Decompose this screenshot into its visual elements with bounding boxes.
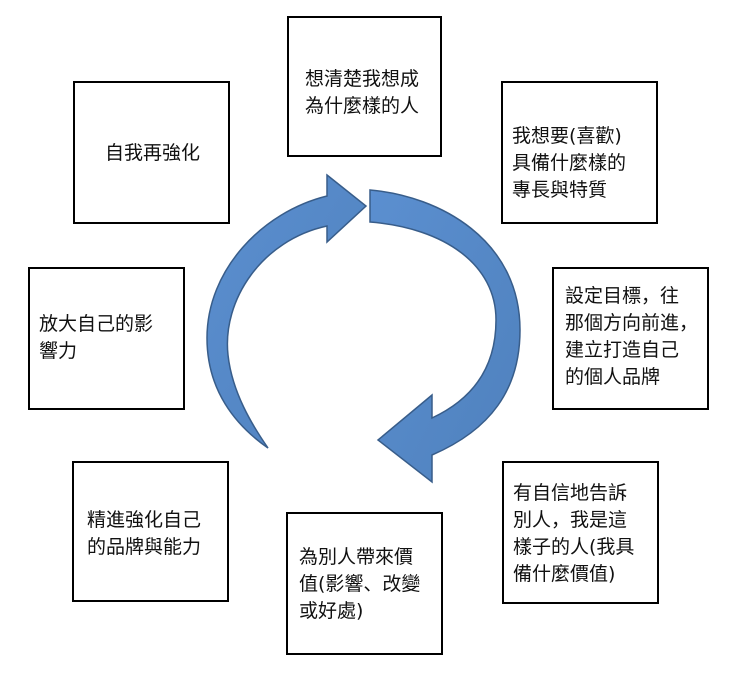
node-top-right: 我想要(喜歡) 具備什麼樣的 專長與特質 xyxy=(501,81,658,224)
node-top-right-text: 我想要(喜歡) 具備什麼樣的 專長與特質 xyxy=(512,125,627,201)
node-right-text: 設定目標，往 那個方向前進， 建立打造自己 的個人品牌 xyxy=(565,285,699,388)
node-top: 想清楚我想成 為什麼樣的人 xyxy=(287,16,442,157)
node-bottom-right: 有自信地告訴 別人，我是這 樣子的人(我具 備什麼價值) xyxy=(502,461,659,604)
node-left: 放大自己的影 響力 xyxy=(28,267,185,410)
node-bottom-left-text: 精進強化自己 的品牌與能力 xyxy=(87,509,202,558)
node-bottom-left: 精進強化自己 的品牌與能力 xyxy=(72,461,229,602)
node-right: 設定目標，往 那個方向前進， 建立打造自己 的個人品牌 xyxy=(552,267,709,410)
node-bottom: 為別人帶來價 值(影響、改變 或好處) xyxy=(286,512,443,655)
node-left-text: 放大自己的影 響力 xyxy=(39,313,154,362)
arrow-upper-left xyxy=(206,173,368,449)
node-top-left: 自我再強化 xyxy=(73,81,230,224)
node-bottom-right-text: 有自信地告訴 別人，我是這 樣子的人(我具 備什麼價值) xyxy=(513,482,635,585)
node-top-left-text: 自我再強化 xyxy=(105,142,201,164)
node-top-text: 想清楚我想成 為什麼樣的人 xyxy=(305,68,420,117)
arrow-lower-right xyxy=(369,189,521,484)
node-bottom-text: 為別人帶來價 值(影響、改變 或好處) xyxy=(299,546,421,622)
